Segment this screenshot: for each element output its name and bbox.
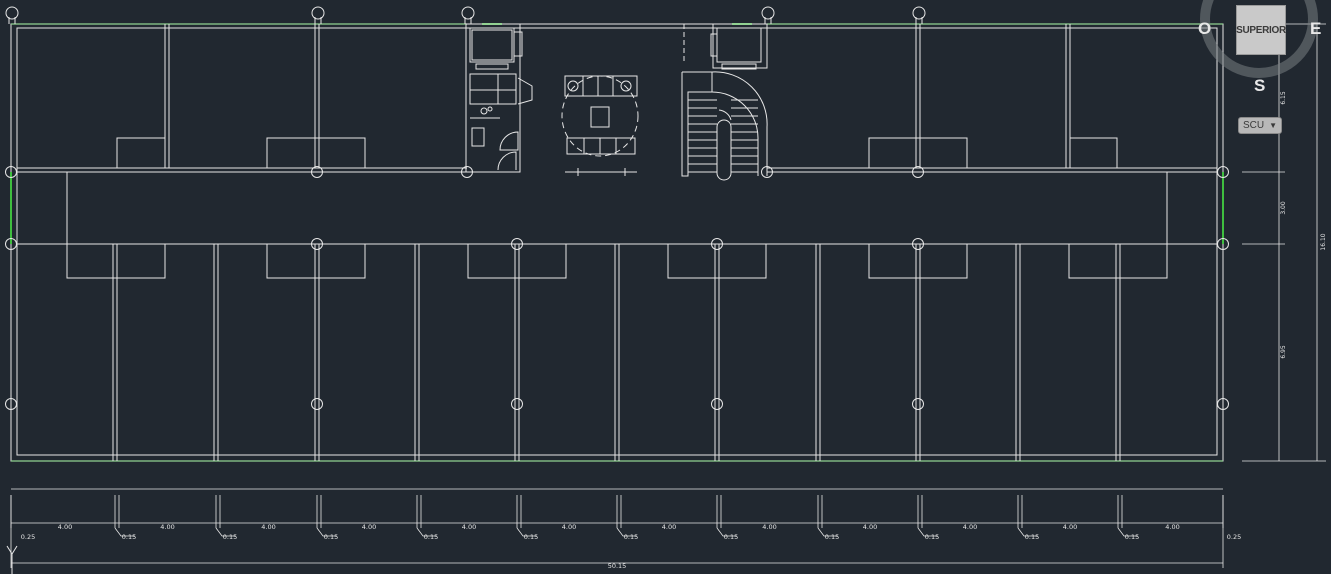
dim-column-label: 0.15 — [424, 533, 438, 541]
column-marker — [311, 238, 323, 250]
dim-leader — [616, 527, 637, 537]
compass-east-label[interactable]: E — [1310, 19, 1322, 38]
dim-side-bottom: 6.95 — [1280, 345, 1287, 359]
ucs-menu-button[interactable]: SCU ▼ — [1238, 117, 1282, 134]
column-marker — [912, 166, 924, 178]
column-marker — [311, 166, 323, 178]
viewcube-top-face[interactable]: SUPERIOR — [1236, 5, 1286, 55]
dim-bay-label: 4.00 — [261, 523, 275, 531]
dim-bay-label: 4.00 — [963, 523, 977, 531]
upper-rooms — [17, 24, 1217, 173]
column-marker — [711, 238, 723, 250]
dim-leader — [416, 527, 437, 537]
column-marker — [912, 238, 924, 250]
dim-leader — [917, 527, 938, 537]
dim-column-label: 0.15 — [223, 533, 237, 541]
dim-leader — [516, 527, 537, 537]
compass-west-label[interactable]: O — [1198, 19, 1212, 38]
dim-column-label: 0.15 — [724, 533, 738, 541]
column-marker — [1217, 398, 1229, 410]
dim-column-label: 0.15 — [524, 533, 538, 541]
side-dimension-chain: 6.15 3.00 6.95 16.10 — [1242, 23, 1327, 462]
column-grid — [5, 6, 1229, 410]
viewcube[interactable]: SUPERIOR O E S SCU ▼ — [1198, 0, 1331, 140]
dim-bay-label: 4.00 — [362, 523, 376, 531]
chevron-down-icon: ▼ — [1269, 121, 1277, 130]
ucs-menu-label: SCU — [1243, 120, 1265, 131]
column-marker — [5, 398, 17, 410]
dim-column-label: 0.15 — [1125, 533, 1139, 541]
dim-total: 50.15 — [608, 562, 627, 570]
column-marker — [311, 398, 323, 410]
dim-bay-label: 4.00 — [562, 523, 576, 531]
column-marker — [5, 6, 19, 20]
corridor — [17, 172, 1217, 278]
column-marker — [912, 6, 926, 20]
column-marker — [711, 398, 723, 410]
dim-column-label: 0.15 — [925, 533, 939, 541]
service-core — [465, 23, 533, 173]
dim-leader — [817, 527, 838, 537]
column-marker — [1217, 166, 1229, 178]
dim-column-label: 0.15 — [122, 533, 136, 541]
compass-ring[interactable] — [1200, 0, 1318, 78]
dim-leader — [316, 527, 337, 537]
meeting-table — [561, 75, 639, 176]
dim-side-total: 16.10 — [1320, 233, 1327, 250]
dim-bay-label: 4.00 — [462, 523, 476, 531]
dim-bay-label: 4.00 — [58, 523, 72, 531]
dim-bay-label: 4.00 — [762, 523, 776, 531]
column-marker — [761, 6, 775, 20]
compass-south-label[interactable]: S — [1254, 76, 1266, 95]
column-marker — [5, 166, 17, 178]
dim-bay-label: 4.00 — [160, 523, 174, 531]
dimension-chain: 50.15 0.25 0.25 4.00 0.15 4.00 0.15 4.00 0.15… — [10, 488, 1241, 570]
lower-bays — [66, 243, 1168, 461]
column-marker — [1217, 238, 1229, 250]
dim-leader — [114, 527, 135, 537]
column-marker — [511, 238, 523, 250]
column-marker — [311, 6, 325, 20]
dim-leader — [1117, 527, 1138, 537]
dim-side-top: 6.15 — [1280, 91, 1287, 105]
dim-bay-label: 4.00 — [863, 523, 877, 531]
column-marker — [511, 398, 523, 410]
ucs-axis-icon — [6, 545, 18, 574]
dim-bay-label: 4.00 — [1063, 523, 1077, 531]
dim-side-corridor: 3.00 — [1280, 201, 1287, 215]
dim-column-label: 0.15 — [825, 533, 839, 541]
stair-core — [681, 23, 768, 181]
dim-edge-left: 0.25 — [21, 533, 35, 541]
dim-leader — [716, 527, 737, 537]
dim-bay-label: 4.00 — [662, 523, 676, 531]
dim-column-label: 0.15 — [324, 533, 338, 541]
dim-edge-right: 0.25 — [1227, 533, 1241, 541]
building-outline — [10, 23, 1224, 462]
column-marker — [461, 6, 475, 20]
dim-leader — [215, 527, 236, 537]
dim-column-label: 0.15 — [624, 533, 638, 541]
column-marker — [912, 398, 924, 410]
dim-leader — [1017, 527, 1038, 537]
dim-column-label: 0.15 — [1025, 533, 1039, 541]
dim-bay-label: 4.00 — [1165, 523, 1179, 531]
column-marker — [5, 238, 17, 250]
